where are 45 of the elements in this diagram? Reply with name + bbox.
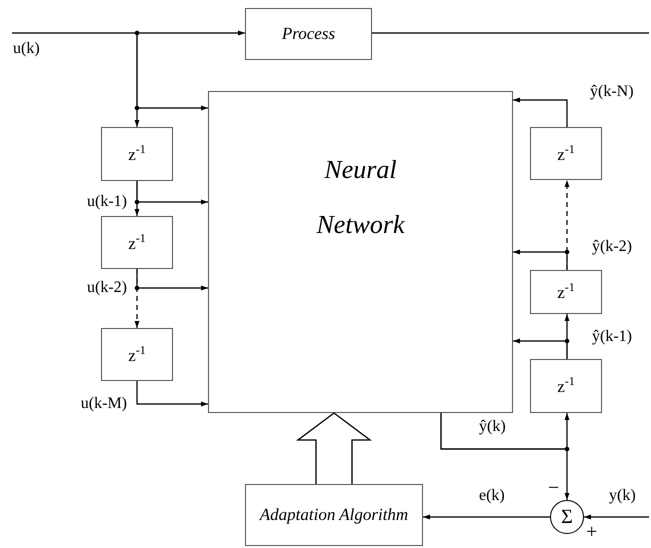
sign-label: − (548, 478, 560, 498)
signal-label: ŷ(k) (478, 419, 507, 436)
signal-label: ŷ(k-N) (589, 84, 635, 101)
signal-label: u(k) (12, 41, 41, 58)
signal-label: ŷ(k-2) (591, 239, 633, 256)
block-label: Process (282, 24, 336, 44)
signal-arrow (134, 181, 140, 216)
sum-symbol: Σ (561, 506, 573, 528)
sign-label: + (586, 522, 598, 542)
signal-label: ŷ(k-1) (591, 329, 633, 346)
block-label: z$^{-1}$ (128, 344, 146, 366)
signal-arrow (440, 413, 570, 500)
delay-block (101, 216, 173, 269)
block-label: z$^{-1}$ (557, 142, 575, 164)
signal-arrow (564, 180, 570, 270)
delay-block (101, 127, 173, 181)
signal-arrow (12, 30, 245, 36)
block-label: z$^{-1}$ (128, 143, 146, 165)
process-block (245, 8, 372, 60)
block-label: z$^{-1}$ (557, 375, 575, 397)
signal-arrow (136, 33, 208, 110)
signal-label: u(k-M) (80, 396, 128, 413)
adaptation-block (245, 484, 423, 546)
block-label: Adaptation Algorithm (260, 505, 408, 525)
neural-network-block (208, 91, 513, 413)
summing-junction (550, 500, 584, 534)
signal-arrow (513, 98, 568, 127)
signal-arrow (564, 314, 570, 359)
block-label: z$^{-1}$ (128, 232, 146, 254)
signal-label: y(k) (608, 488, 637, 505)
block-label: z$^{-1}$ (557, 281, 575, 303)
hollow-arrow (296, 412, 372, 485)
signal-arrow (136, 381, 208, 406)
signal-line (372, 32, 649, 34)
block-label: Neural Network (315, 154, 406, 241)
signal-label: u(k-1) (86, 194, 128, 211)
signal-label: e(k) (478, 488, 506, 505)
delay-block (101, 328, 173, 381)
signal-arrow (584, 514, 649, 520)
delay-block (530, 270, 602, 314)
delay-block (530, 359, 602, 413)
signal-arrow (134, 269, 140, 328)
delay-block (530, 127, 602, 180)
signal-label: u(k-2) (86, 280, 128, 297)
signal-arrow (423, 514, 550, 520)
